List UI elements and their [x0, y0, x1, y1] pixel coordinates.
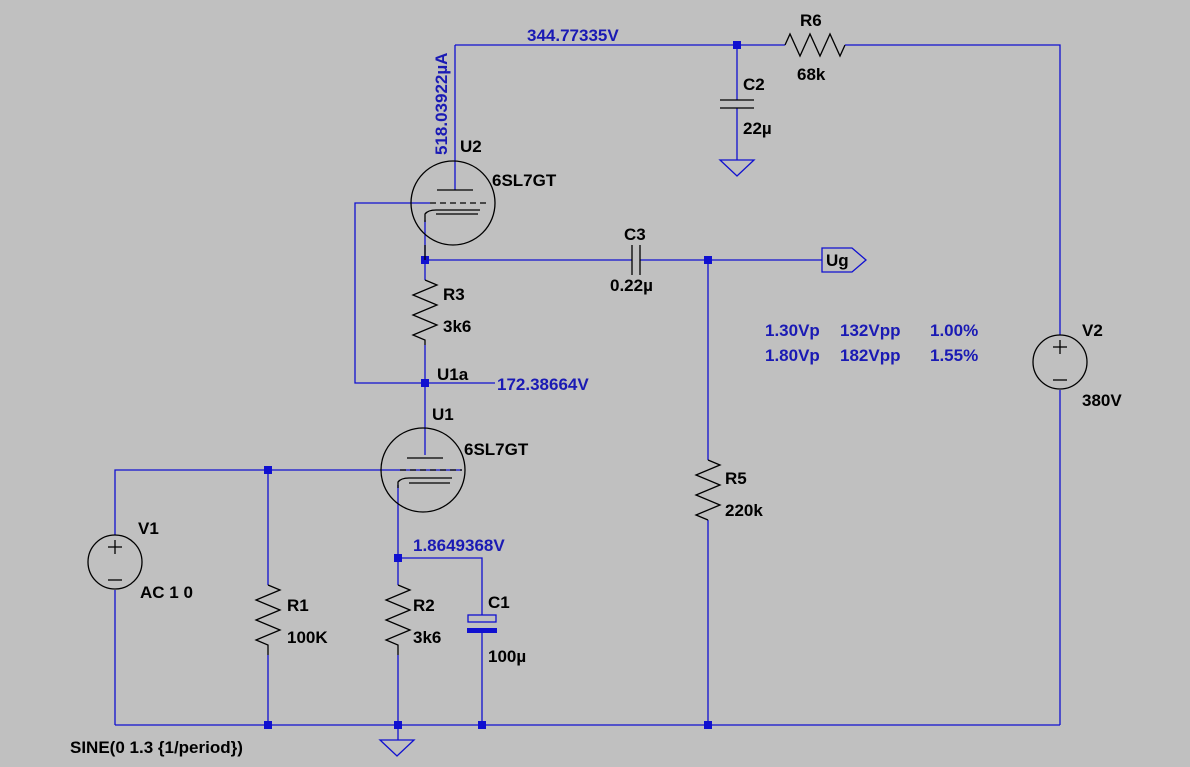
net-label-ug[interactable]: Ug [821, 247, 867, 273]
c2-ref: C2 [743, 75, 765, 94]
source-v1[interactable] [87, 534, 143, 590]
probe-u1a-voltage: 172.38664V [497, 375, 589, 394]
measurement-input: 1.80Vp [765, 346, 820, 365]
c3-value: 0.22µ [610, 276, 653, 295]
wire-u2-grid [354, 202, 495, 384]
r1-value: 100K [287, 628, 328, 647]
u2-ref: U2 [460, 137, 482, 156]
measurement-thd: 1.00% [930, 321, 978, 340]
ground-symbol-main [378, 739, 416, 757]
u2-value: 6SL7GT [492, 171, 557, 190]
v1-value: AC 1 0 [140, 583, 193, 602]
r2-ref: R2 [413, 596, 435, 615]
u1-ref: U1 [432, 405, 454, 424]
resistor-r6[interactable] [784, 32, 846, 58]
resistor-r1[interactable] [254, 584, 282, 655]
c3-ref: C3 [624, 225, 646, 244]
v2-value: 380V [1082, 391, 1122, 410]
wire-top-rail [455, 44, 1061, 335]
capacitor-c3[interactable] [631, 245, 641, 275]
junction-dot [264, 466, 272, 474]
c2-value: 22µ [743, 119, 772, 138]
probe-supply-voltage: 344.77335V [527, 26, 619, 45]
ground-symbol-c2 [718, 159, 756, 177]
component-labels: R6 68k C2 22µ U2 6SL7GT C3 0.22µ R3 3k6 … [70, 11, 1122, 757]
v1-ref: V1 [138, 519, 159, 538]
capacitor-c2[interactable] [720, 99, 754, 109]
capacitor-c1[interactable] [467, 614, 497, 633]
r3-ref: R3 [443, 285, 465, 304]
wires [114, 44, 1061, 740]
probe-anode-current: 518.03922µA [432, 53, 451, 155]
probe-readouts: 344.77335V 518.03922µA 172.38664V 1.8649… [413, 26, 619, 555]
resistor-r5[interactable] [694, 459, 722, 521]
wire-c1 [398, 557, 483, 725]
probe-cathode-voltage: 1.8649368V [413, 536, 505, 555]
measurement-thd: 1.55% [930, 346, 978, 365]
r5-value: 220k [725, 501, 763, 520]
measurement-input: 1.30Vp [765, 321, 820, 340]
c1-value: 100µ [488, 647, 526, 666]
measurement-notes: 1.30Vp 132Vpp 1.00% 1.80Vp 182Vpp 1.55% [765, 321, 978, 365]
junction-dot [394, 554, 402, 562]
triode-u2[interactable] [410, 160, 496, 260]
junction-dot [733, 41, 741, 49]
c1-ref: C1 [488, 593, 510, 612]
r6-ref: R6 [800, 11, 822, 30]
junction-dot [478, 721, 486, 729]
junction-dot [264, 721, 272, 729]
r5-ref: R5 [725, 469, 747, 488]
junction-dot [704, 721, 712, 729]
r3-value: 3k6 [443, 317, 471, 336]
measurement-output: 132Vpp [840, 321, 900, 340]
r1-ref: R1 [287, 596, 309, 615]
triode-u1[interactable] [380, 427, 466, 513]
resistor-r2[interactable] [384, 584, 412, 655]
u1a-net-label: U1a [437, 365, 469, 384]
resistor-r3[interactable] [411, 279, 439, 345]
junction-dot [394, 721, 402, 729]
measurement-output: 182Vpp [840, 346, 900, 365]
v1-source-spec: SINE(0 1.3 {1/period}) [70, 738, 243, 757]
r6-value: 68k [797, 65, 826, 84]
source-v2[interactable] [1032, 334, 1088, 390]
junction-dot [704, 256, 712, 264]
v2-ref: V2 [1082, 321, 1103, 340]
u1-value: 6SL7GT [464, 440, 529, 459]
r2-value: 3k6 [413, 628, 441, 647]
wire-v1 [114, 469, 462, 725]
ug-label: Ug [826, 251, 849, 270]
junction-dot [421, 379, 429, 387]
